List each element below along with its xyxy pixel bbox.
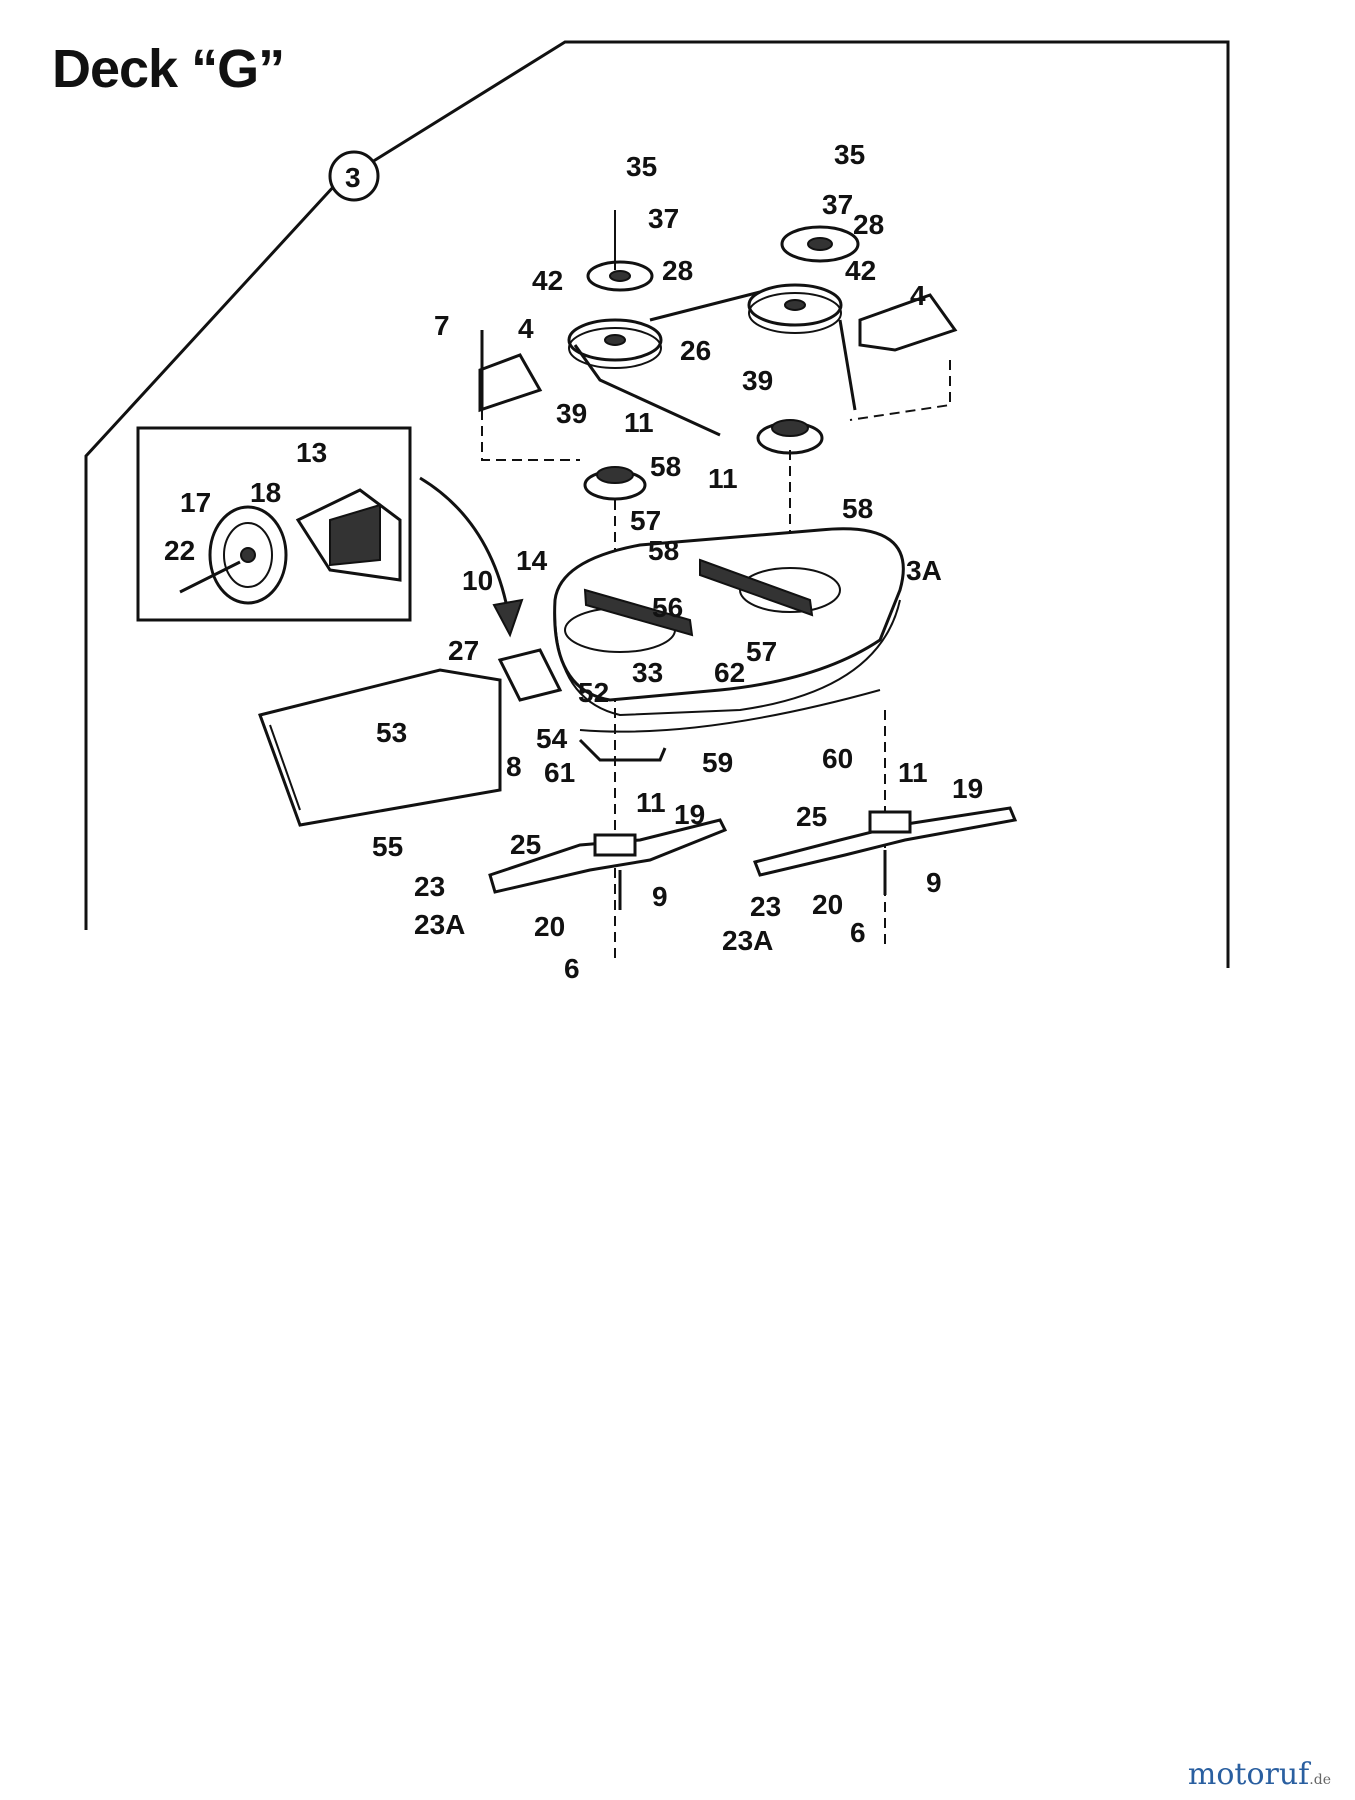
label-28-left: 28 xyxy=(662,255,693,286)
arrow-to-idler xyxy=(419,476,510,613)
label-58-c: 58 xyxy=(648,535,679,566)
label-4-left: 4 xyxy=(518,313,534,344)
label-42-left: 42 xyxy=(532,265,563,296)
label-33: 33 xyxy=(632,657,663,688)
label-23A-right: 23A xyxy=(722,925,773,956)
label-42-right: 42 xyxy=(845,255,876,286)
watermark-logo[interactable]: motoruf.de xyxy=(1188,1757,1331,1792)
label-13: 13 xyxy=(296,437,327,468)
drive-belt xyxy=(573,290,857,437)
label-53: 53 xyxy=(376,717,407,748)
page-title: Deck “G” xyxy=(52,39,285,99)
inset-pulley xyxy=(179,488,402,605)
label-23-right: 23 xyxy=(750,891,781,922)
label-62: 62 xyxy=(714,657,745,688)
label-59: 59 xyxy=(702,747,733,778)
label-3A: 3A xyxy=(906,555,942,586)
label-19-right: 19 xyxy=(952,773,983,804)
label-17: 17 xyxy=(180,487,211,518)
label-11-c: 11 xyxy=(636,787,666,818)
label-23A-left: 23A xyxy=(414,909,465,940)
label-54: 54 xyxy=(536,723,568,754)
label-10: 10 xyxy=(462,565,493,596)
label-6-right: 6 xyxy=(850,917,866,948)
label-19-left: 19 xyxy=(674,799,705,830)
label-56: 56 xyxy=(652,592,683,623)
right-bracket xyxy=(858,293,958,352)
label-35-left: 35 xyxy=(626,151,657,182)
label-25-right: 25 xyxy=(796,801,827,832)
label-58-a: 58 xyxy=(650,451,681,482)
part-labels: 35 37 28 42 26 4 7 35 37 28 42 4 39 39 1… xyxy=(164,139,983,984)
label-37-right: 37 xyxy=(822,189,853,220)
left-blade xyxy=(488,818,728,910)
label-52: 52 xyxy=(578,677,609,708)
label-57-b: 57 xyxy=(746,636,777,667)
label-11-b: 11 xyxy=(708,463,738,494)
inset-box xyxy=(136,426,412,622)
label-23-left: 23 xyxy=(414,871,445,902)
left-pulley-stack xyxy=(567,210,663,501)
label-35-right: 35 xyxy=(834,139,865,170)
section-ref-number: 3 xyxy=(345,162,361,193)
label-20-right: 20 xyxy=(812,889,843,920)
label-9-right: 9 xyxy=(926,867,942,898)
label-8: 8 xyxy=(506,751,522,782)
label-60: 60 xyxy=(822,743,853,774)
label-9-left: 9 xyxy=(652,881,668,912)
label-22: 22 xyxy=(164,535,195,566)
label-18: 18 xyxy=(250,477,281,508)
label-39-left: 39 xyxy=(556,398,587,429)
label-61: 61 xyxy=(544,757,575,788)
right-blade xyxy=(752,806,1018,895)
right-pulley-stack xyxy=(747,225,860,455)
label-14: 14 xyxy=(516,545,548,576)
label-25-left: 25 xyxy=(510,829,541,860)
label-7: 7 xyxy=(434,310,450,341)
label-11-d: 11 xyxy=(898,757,928,788)
label-55: 55 xyxy=(372,831,403,862)
label-20-left: 20 xyxy=(534,911,565,942)
discharge-chute xyxy=(258,668,502,827)
section-ref-badge: 3 xyxy=(328,150,380,202)
label-11-a: 11 xyxy=(624,407,654,438)
label-57-a: 57 xyxy=(630,505,661,536)
label-6-left: 6 xyxy=(564,953,580,984)
frame-border xyxy=(84,40,1230,968)
label-37-left: 37 xyxy=(648,203,679,234)
label-39-right: 39 xyxy=(742,365,773,396)
watermark-brand: motoruf xyxy=(1187,1757,1310,1792)
label-58-b: 58 xyxy=(842,493,873,524)
watermark-tld: .de xyxy=(1309,1772,1331,1788)
label-28-right: 28 xyxy=(853,209,884,240)
left-bracket xyxy=(478,353,543,413)
label-4-right: 4 xyxy=(910,280,926,311)
label-26: 26 xyxy=(680,335,711,366)
label-27: 27 xyxy=(448,635,479,666)
